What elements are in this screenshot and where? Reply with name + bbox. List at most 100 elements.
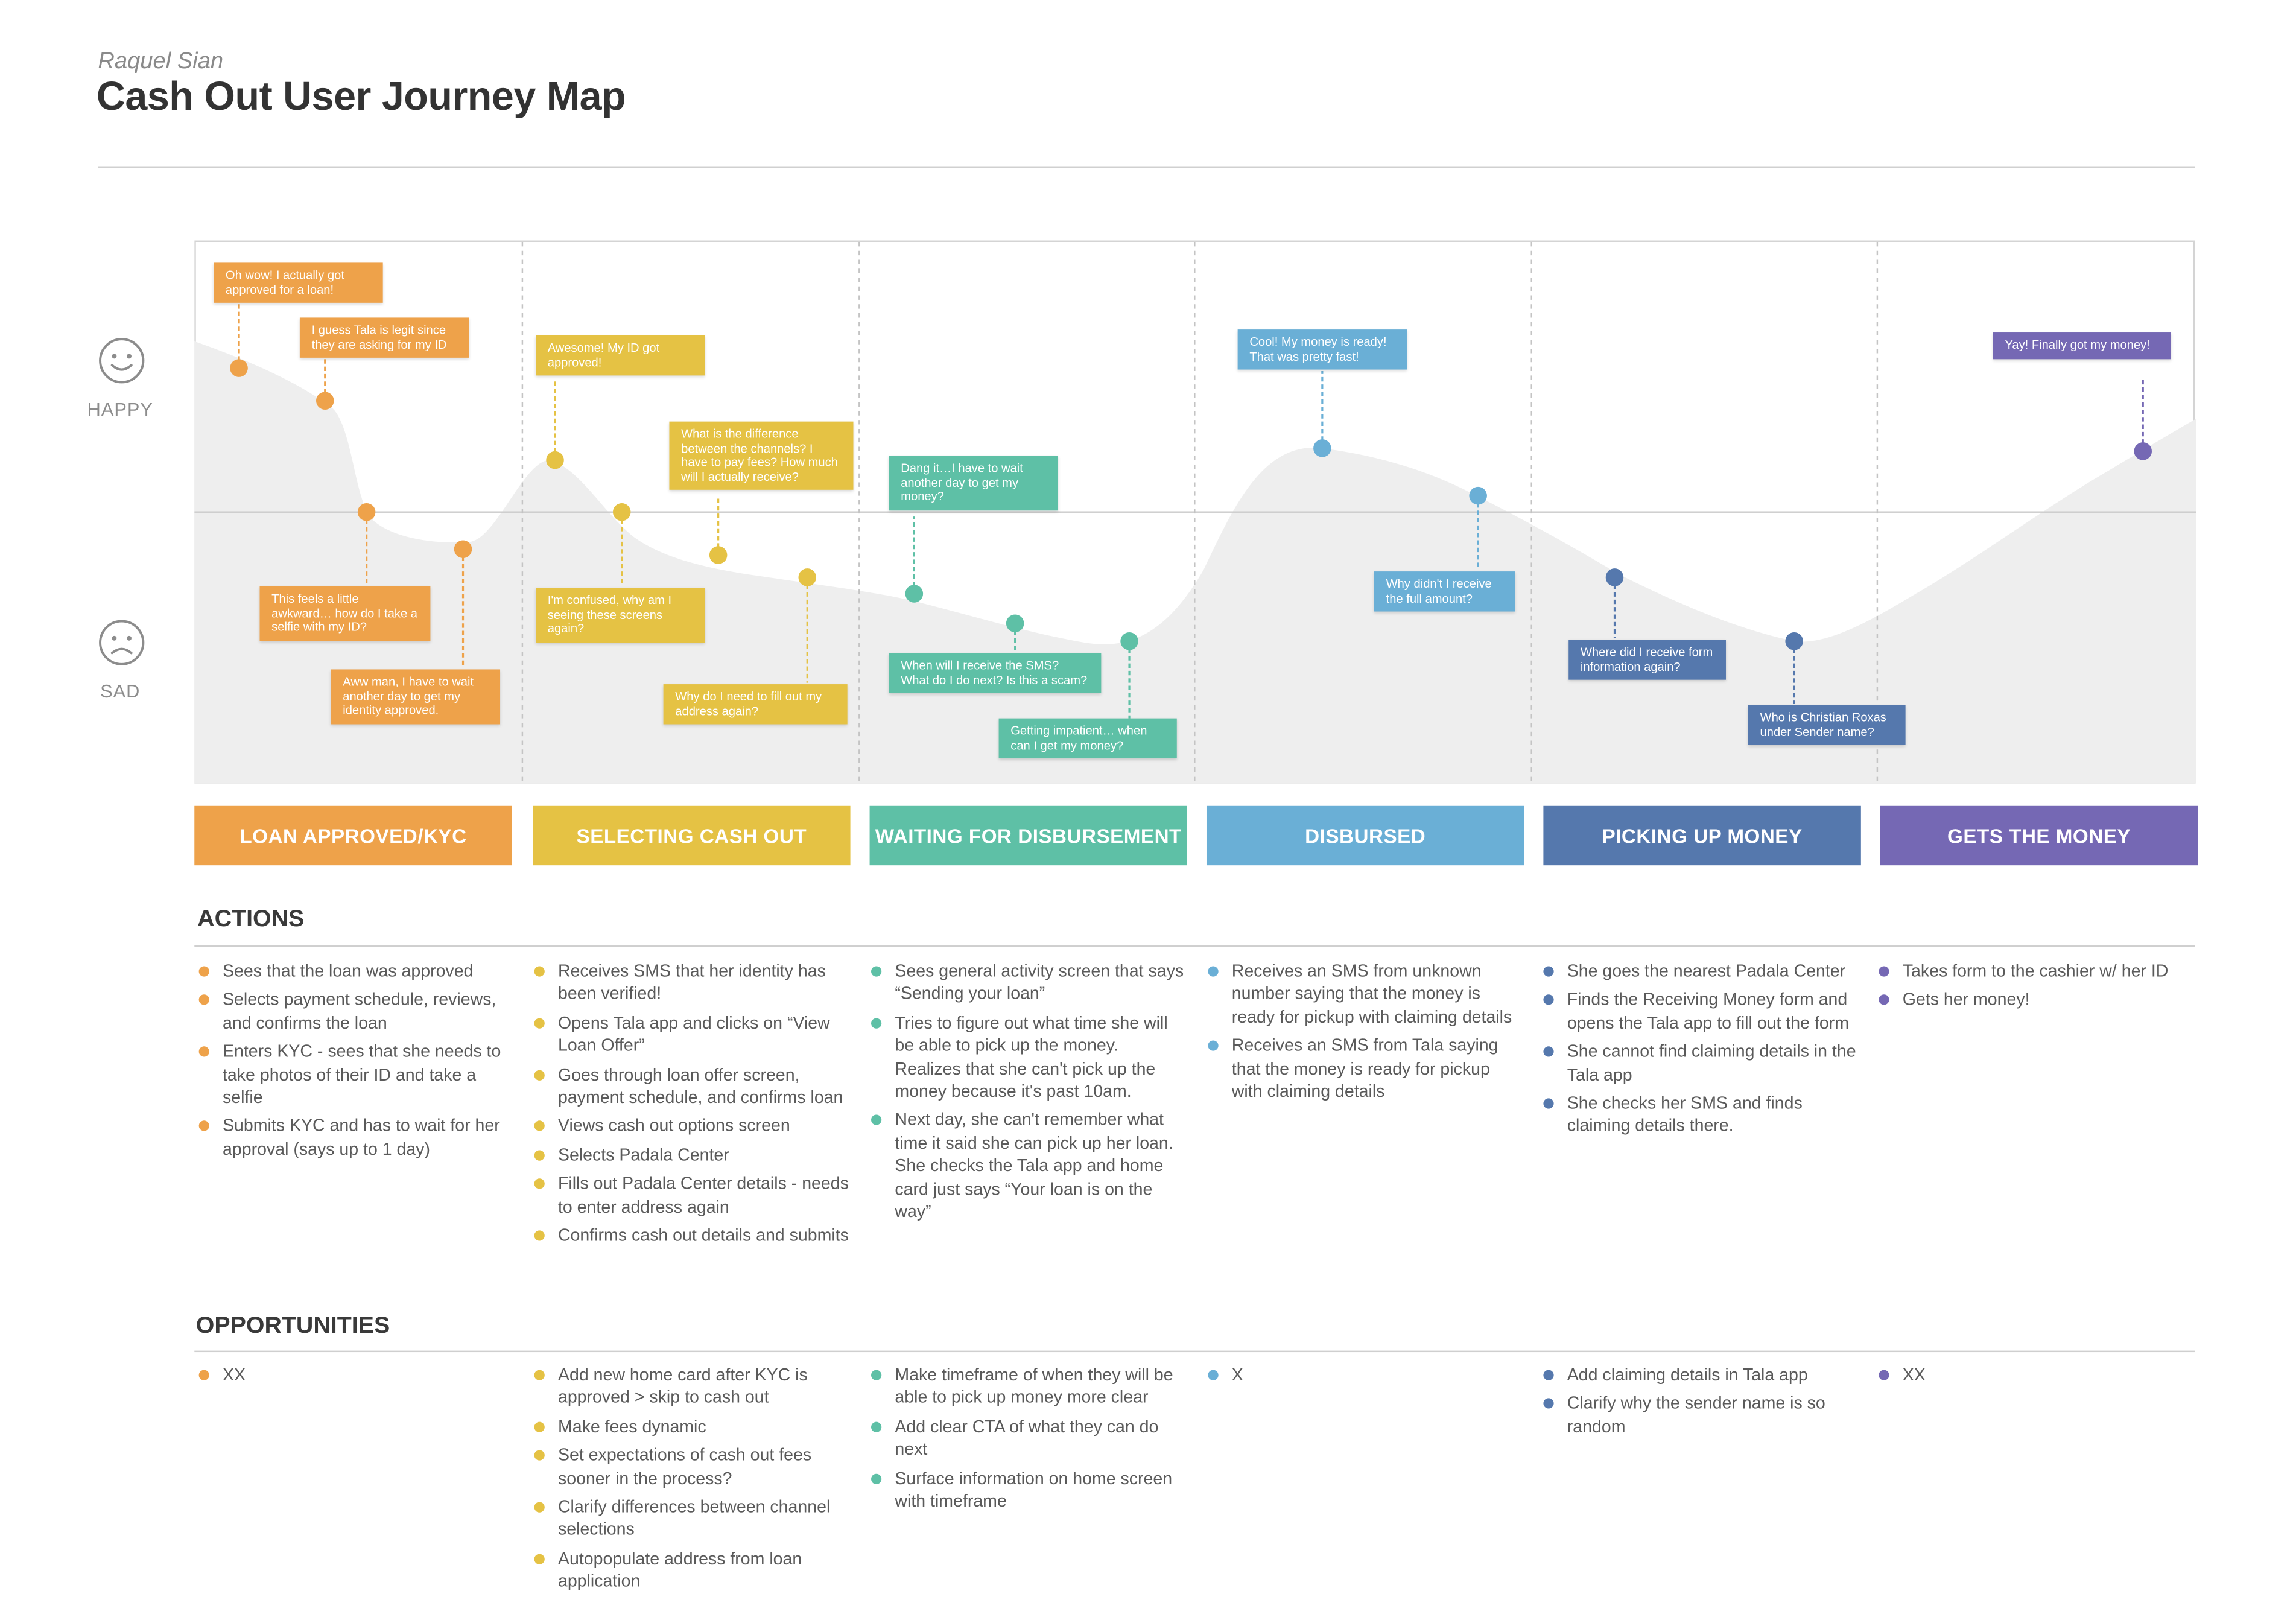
action-item: She goes the nearest Padala Center: [1542, 961, 1859, 983]
bullet-dot: [871, 1115, 882, 1126]
action-item: Fills out Padala Center details - needs …: [533, 1173, 850, 1219]
action-item: Enters KYC - sees that she needs to take…: [197, 1041, 515, 1110]
opportunity-item: Clarify differences between channel sele…: [533, 1496, 850, 1542]
emotion-point: [1313, 439, 1331, 457]
item-text: XX: [1902, 1365, 1926, 1385]
stage-dividers: [521, 241, 1879, 783]
item-text: Selects Padala Center: [557, 1145, 729, 1165]
bullet-dot: [534, 1069, 545, 1080]
bullet-dot: [1879, 1370, 1889, 1380]
sad-face-icon: [99, 620, 145, 665]
opportunity-item: Add clear CTA of what they can do next: [870, 1415, 1187, 1461]
opportunity-item: Add claiming details in Tala app: [1542, 1364, 1859, 1387]
bullet-dot: [1879, 966, 1889, 977]
emotion-point: [546, 451, 564, 469]
bullet-dot: [871, 1473, 882, 1484]
actions-list: Sees general activity screen that says “…: [870, 961, 1187, 1230]
stage-waiting-for-disbursement: WAITING FOR DISBURSEMENT: [869, 805, 1187, 866]
item-text: She cannot find claiming details in the …: [1567, 1042, 1856, 1085]
thought-bubble: When will I receive the SMS? What do I d…: [889, 653, 1102, 694]
item-text: Add clear CTA of what they can do next: [895, 1417, 1159, 1459]
thought-bubble: Why didn't I receive the full amount?: [1374, 571, 1515, 612]
item-text: Next day, she can't remember what time i…: [895, 1111, 1173, 1222]
item-text: Gets her money!: [1902, 990, 2030, 1010]
bullet-dot: [1879, 995, 1889, 1006]
emotion-point: [709, 546, 728, 564]
opportunity-item: Make timeframe of when they will be able…: [870, 1364, 1187, 1410]
sad-label: SAD: [100, 681, 141, 702]
thought-bubble: Why do I need to fill out my address aga…: [663, 684, 848, 725]
actions-list: Receives an SMS from unknown number sayi…: [1207, 961, 1524, 1110]
bullet-dot: [1543, 1098, 1554, 1109]
bullet-dot: [1543, 1046, 1554, 1058]
action-item: Views cash out options screen: [533, 1116, 850, 1139]
bubble-connectors: [238, 302, 2144, 719]
page-title: Cash Out User Journey Map: [96, 74, 626, 119]
item-text: Receives an SMS from Tala saying that th…: [1231, 1036, 1498, 1102]
action-item: Confirms cash out details and submits: [533, 1225, 850, 1248]
bullet-dot: [534, 1121, 545, 1132]
actions-list: Receives SMS that her identity has been …: [533, 961, 850, 1254]
action-item: Selects Padala Center: [533, 1144, 850, 1167]
opportunity-item: Autopopulate address from loan applicati…: [533, 1548, 850, 1593]
actions-heading: ACTIONS: [197, 907, 305, 932]
item-text: Receives SMS that her identity has been …: [557, 962, 826, 1004]
action-item: Sees general activity screen that says “…: [870, 961, 1187, 1006]
thought-bubble: Who is Christian Roxas under Sender name…: [1748, 705, 1906, 746]
item-text: She goes the nearest Padala Center: [1567, 962, 1846, 982]
thought-bubble: I guess Tala is legit since they are ask…: [299, 317, 469, 358]
item-text: Make timeframe of when they will be able…: [895, 1365, 1173, 1408]
action-item: Opens Tala app and clicks on “View Loan …: [533, 1012, 850, 1058]
opportunities-list: XX: [1877, 1364, 2195, 1393]
action-item: Receives an SMS from unknown number sayi…: [1207, 961, 1524, 1029]
thought-bubble: What is the difference between the chann…: [669, 421, 854, 491]
bullet-dot: [1543, 966, 1554, 977]
item-text: Confirms cash out details and submits: [557, 1226, 849, 1246]
thought-bubble: Aww man, I have to wait another day to g…: [331, 669, 501, 724]
action-item: Goes through loan offer screen, payment …: [533, 1064, 850, 1110]
bullet-dot: [198, 1121, 209, 1132]
thought-bubble: This feels a little awkward… how do I ta…: [259, 586, 431, 641]
item-text: Finds the Receiving Money form and opens…: [1567, 990, 1849, 1033]
actions-list: Takes form to the cashier w/ her ID Gets …: [1877, 961, 2195, 1018]
emotion-point: [905, 585, 924, 603]
emotion-point: [798, 568, 816, 586]
actions-divider: [194, 945, 2195, 947]
author-name: Raquel Sian: [98, 49, 224, 74]
item-text: Receives an SMS from unknown number sayi…: [1231, 962, 1512, 1027]
bullet-dot: [534, 966, 545, 977]
opportunity-item: XX: [197, 1364, 515, 1387]
bullet-dot: [1208, 1040, 1219, 1052]
stage-selecting-cash-out: SELECTING CASH OUT: [533, 805, 851, 866]
emotion-point: [1605, 568, 1624, 586]
happy-face-icon: [99, 338, 145, 384]
action-item: Next day, she can't remember what time i…: [870, 1110, 1187, 1224]
thought-bubble: I'm confused, why am I seeing these scre…: [536, 588, 705, 643]
emotion-point: [1120, 632, 1138, 650]
thought-bubble: Dang it…I have to wait another day to ge…: [889, 456, 1058, 510]
bullet-dot: [534, 1421, 545, 1432]
opportunity-item: Add new home card after KYC is approved …: [533, 1364, 850, 1410]
opportunities-list: Add new home card after KYC is approved …: [533, 1364, 850, 1599]
emotion-point: [230, 359, 248, 377]
item-text: Views cash out options screen: [557, 1116, 790, 1136]
stage-disbursed: DISBURSED: [1206, 805, 1524, 866]
bullet-dot: [534, 1370, 545, 1380]
item-text: Takes form to the cashier w/ her ID: [1902, 962, 2169, 982]
opportunity-item: Clarify why the sender name is so random: [1542, 1393, 1859, 1438]
emotion-point: [357, 503, 376, 521]
thought-bubble: Oh wow! I actually got approved for a lo…: [214, 262, 383, 303]
item-text: Autopopulate address from loan applicati…: [557, 1549, 802, 1592]
bullet-dot: [871, 1370, 882, 1380]
emotion-point: [454, 540, 472, 558]
stage-gets-the-money: GETS THE MONEY: [1880, 805, 2198, 866]
bullet-dot: [198, 995, 209, 1006]
bullet-dot: [534, 1150, 545, 1161]
thought-bubble: Cool! My money is ready! That was pretty…: [1237, 329, 1407, 370]
emotion-point: [1785, 632, 1803, 650]
bullet-dot: [1543, 1370, 1554, 1380]
item-text: Clarify why the sender name is so random: [1567, 1394, 1825, 1437]
bullet-dot: [198, 1046, 209, 1058]
